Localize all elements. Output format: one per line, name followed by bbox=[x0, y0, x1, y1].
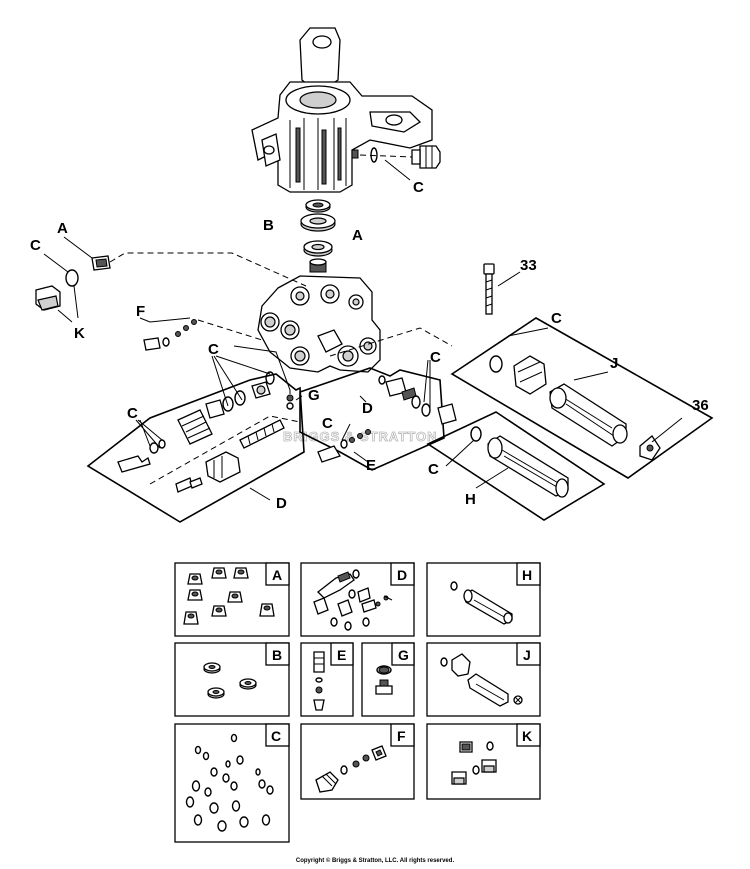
assembly-h-outline bbox=[426, 411, 606, 521]
pump-manifold[interactable] bbox=[257, 275, 381, 373]
kit-j-parts bbox=[440, 653, 523, 707]
kit-a-nuts bbox=[183, 567, 275, 625]
o-ring-left[interactable] bbox=[65, 269, 79, 287]
assembly-j-outline bbox=[450, 317, 714, 479]
kit-f-parts bbox=[315, 745, 387, 793]
h-assembly-parts[interactable] bbox=[470, 426, 569, 498]
callout-g: G bbox=[308, 387, 320, 404]
f-valve-parts[interactable] bbox=[139, 317, 197, 351]
kit-label-c: C bbox=[271, 728, 281, 744]
kit-c-o-rings bbox=[185, 733, 274, 832]
callout-b: B bbox=[263, 217, 274, 234]
kit-box-k[interactable]: K bbox=[426, 723, 541, 800]
callout-c-center: C bbox=[322, 415, 333, 432]
housing-plug[interactable] bbox=[370, 145, 441, 169]
kit-box-e[interactable]: E bbox=[300, 642, 354, 717]
kit-label-b: B bbox=[272, 647, 282, 663]
kit-label-j: J bbox=[523, 647, 531, 663]
bolt-33[interactable] bbox=[483, 263, 495, 315]
kit-label-f: F bbox=[397, 728, 406, 744]
kit-box-h[interactable]: H bbox=[426, 562, 541, 637]
kit-box-g[interactable]: G bbox=[361, 642, 415, 717]
callout-c-left: C bbox=[30, 237, 41, 254]
kit-box-b[interactable]: B bbox=[174, 642, 290, 717]
callout-d-bottom: D bbox=[276, 495, 287, 512]
kit-h-parts bbox=[450, 581, 513, 625]
kit-d-parts bbox=[313, 569, 393, 631]
kit-b-seals bbox=[203, 662, 257, 699]
callout-a-top: A bbox=[352, 227, 363, 244]
crankcase-housing[interactable] bbox=[251, 27, 433, 193]
outlet-nut-a[interactable] bbox=[91, 255, 111, 271]
callout-c-center2: C bbox=[430, 349, 441, 366]
kit-label-d: D bbox=[397, 567, 407, 583]
callout-c-right-lower: C bbox=[428, 461, 439, 478]
callout-d-center: D bbox=[362, 400, 373, 417]
callout-c-right-upper: C bbox=[551, 310, 562, 327]
kit-label-h: H bbox=[522, 567, 532, 583]
callout-a-left: A bbox=[57, 220, 68, 237]
kit-k-parts bbox=[451, 741, 497, 785]
plug-k[interactable] bbox=[35, 285, 61, 311]
seal-stack[interactable] bbox=[300, 199, 336, 273]
kit-box-f[interactable]: F bbox=[300, 723, 415, 800]
assembly-d-outline bbox=[86, 373, 305, 523]
kit-e-parts bbox=[313, 651, 325, 711]
kit-box-j[interactable]: J bbox=[426, 642, 541, 717]
kit-box-c[interactable]: C bbox=[174, 723, 290, 843]
callout-36: 36 bbox=[692, 397, 709, 414]
callout-c-mid: C bbox=[208, 341, 219, 358]
j-assembly-parts[interactable] bbox=[489, 355, 661, 461]
callout-f: F bbox=[136, 303, 145, 320]
kit-label-a: A bbox=[272, 567, 282, 583]
kit-label-g: G bbox=[398, 647, 409, 663]
kit-g-parts bbox=[375, 665, 393, 695]
unloader-assembly[interactable] bbox=[117, 371, 285, 493]
callout-k: K bbox=[74, 325, 85, 342]
callout-c-lower-left: C bbox=[127, 405, 138, 422]
kit-box-a[interactable]: A bbox=[174, 562, 290, 637]
g-check-parts[interactable] bbox=[286, 394, 303, 410]
kit-label-k: K bbox=[522, 728, 532, 744]
callout-33: 33 bbox=[520, 257, 537, 274]
callout-j: J bbox=[610, 355, 618, 372]
callout-e: E bbox=[366, 457, 376, 474]
kit-box-d[interactable]: D bbox=[300, 562, 415, 637]
copyright-notice: Copyright © Briggs & Stratton, LLC. All … bbox=[295, 858, 455, 864]
center-valve-parts[interactable] bbox=[317, 375, 457, 463]
callout-h: H bbox=[465, 491, 476, 508]
kit-label-e: E bbox=[337, 647, 346, 663]
callout-c-top-right: C bbox=[413, 179, 424, 196]
